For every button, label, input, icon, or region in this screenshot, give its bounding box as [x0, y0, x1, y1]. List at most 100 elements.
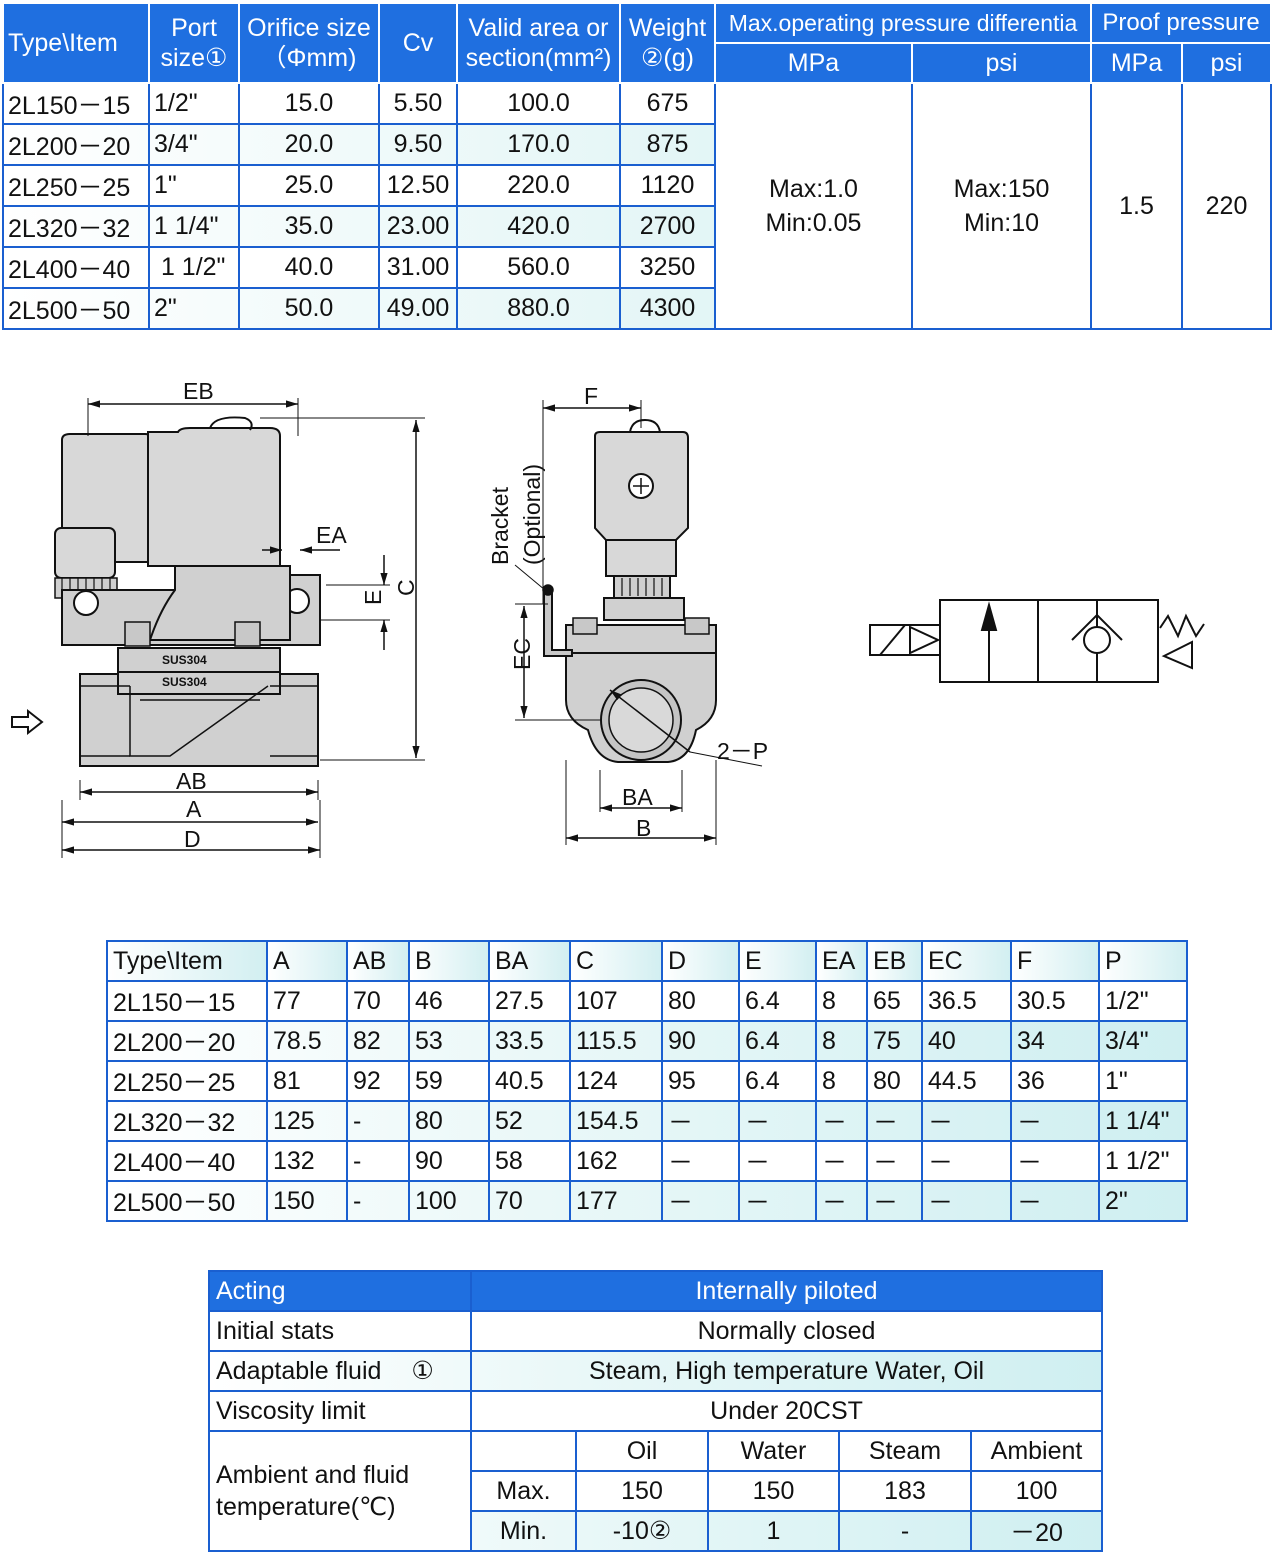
header-orifice-line1: Orifice size [247, 14, 371, 42]
spec-orifice: 25.0 [238, 164, 380, 207]
dims-cell: 1" [1098, 1060, 1188, 1102]
spec-cv: 31.00 [378, 246, 458, 289]
spec-weight: 4300 [619, 287, 716, 330]
pressure-mpa-max: Max:1.0 [769, 175, 858, 203]
dims-cell: 115.5 [569, 1020, 663, 1062]
viscosity-row: Viscosity limit Under 20CST [208, 1390, 1104, 1432]
label-bracket: Bracket [487, 486, 513, 565]
dims-cell: 34 [1010, 1020, 1100, 1062]
spec-type: 2L200－20 [2, 123, 150, 166]
label-a: A [186, 796, 202, 822]
proof-mpa-cell: 1.5 [1090, 82, 1184, 330]
label-optional: (Optional) [519, 464, 545, 565]
dims-cell: 75 [866, 1020, 923, 1062]
temp-min-steam: - [838, 1510, 972, 1552]
dims-cell: 150 [266, 1180, 348, 1222]
label-c: C [393, 579, 419, 596]
spec-orifice: 40.0 [238, 246, 380, 289]
fluid-label: Adaptable fluid [216, 1357, 382, 1385]
dims-cell: 124 [569, 1060, 663, 1102]
temp-min-label: Min. [470, 1510, 577, 1552]
dims-header-cell: A [266, 940, 348, 982]
header-weight: Weight ②(g) [619, 2, 716, 84]
spec-area: 560.0 [456, 246, 621, 289]
initial-label: Initial stats [208, 1310, 472, 1352]
header-port-size: Port size① [148, 2, 240, 84]
spec-cv: 9.50 [378, 123, 458, 166]
pressure-psi-cell: Max:150 Min:10 [910, 82, 1093, 330]
pressure-psi-min: Min:10 [963, 209, 1040, 237]
spec-type: 2L320－32 [2, 205, 150, 248]
spec-cv: 23.00 [378, 205, 458, 248]
dims-cell: 8 [815, 1020, 868, 1062]
label-f: F [584, 383, 598, 409]
header-area-line1: Valid area or [468, 14, 609, 42]
dims-cell: 6.4 [738, 1060, 817, 1102]
spec-type: 2L400－40 [2, 246, 150, 289]
dims-cell: 90 [408, 1140, 490, 1182]
dims-cell: 46 [408, 980, 490, 1022]
dims-cell: 40.5 [488, 1060, 571, 1102]
spec-table: Type\Item Port size① Orifice size （Φmm) … [2, 2, 1273, 330]
dims-cell: 70 [346, 980, 410, 1022]
spec-type: 2L500－50 [2, 287, 150, 330]
spec-weight: 3250 [619, 246, 716, 289]
dims-cell: 100 [408, 1180, 490, 1222]
dims-header-cell: Type\Item [106, 940, 268, 982]
spec-header-row: Type\Item Port size① Orifice size （Φmm) … [2, 2, 1273, 84]
label-eb: EB [183, 378, 214, 404]
header-type-item: Type\Item [2, 2, 150, 84]
header-mpa-2: MPa [1090, 42, 1184, 84]
spec-cv: 5.50 [378, 82, 458, 125]
dims-cell: 2" [1098, 1180, 1188, 1222]
header-weight-line1: Weight [628, 14, 707, 42]
spec-area: 420.0 [456, 205, 621, 248]
dims-cell: 8 [815, 980, 868, 1022]
temp-label-cell: Ambient and fluid temperature(℃) [208, 1430, 472, 1552]
dims-cell: 33.5 [488, 1020, 571, 1062]
dims-cell: 177 [569, 1180, 663, 1222]
spec-row: 2L320－32 1 1/4" 35.0 23.00 420.0 2700 [2, 205, 1272, 248]
dims-cell: － [661, 1180, 740, 1222]
dims-header-cell: EB [866, 940, 923, 982]
label-ea: EA [316, 522, 347, 548]
dims-cell: － [815, 1100, 868, 1142]
viscosity-value: Under 20CST [469, 1390, 1104, 1432]
dims-cell: 6.4 [738, 980, 817, 1022]
dims-cell: 92 [346, 1060, 410, 1102]
dims-cell: － [921, 1100, 1012, 1142]
dims-cell: － [866, 1100, 923, 1142]
spec-port: 1 1/2" [148, 246, 240, 289]
dims-cell: － [866, 1140, 923, 1182]
dims-cell: 36.5 [921, 980, 1012, 1022]
spec-port: 1 1/4" [148, 205, 240, 248]
dims-cell: － [738, 1140, 817, 1182]
dims-cell: 1 1/2" [1098, 1140, 1188, 1182]
dims-header-cell: EA [815, 940, 868, 982]
spec-orifice: 15.0 [238, 82, 380, 125]
label-sus304-top: SUS304 [162, 653, 207, 667]
dims-cell: 1/2" [1098, 980, 1188, 1022]
pressure-psi-max: Max:150 [953, 175, 1050, 203]
dims-cell: 95 [661, 1060, 740, 1102]
dims-cell: 6.4 [738, 1020, 817, 1062]
spec-row: 2L200－20 3/4" 20.0 9.50 170.0 875 [2, 123, 1272, 166]
spec-type: 2L250－25 [2, 164, 150, 207]
viscosity-label: Viscosity limit [208, 1390, 472, 1432]
dims-cell: － [1010, 1180, 1100, 1222]
dims-cell: - [346, 1140, 410, 1182]
dims-header-cell: AB [346, 940, 410, 982]
dims-cell: 59 [408, 1060, 490, 1102]
dims-cell: 58 [488, 1140, 571, 1182]
dims-cell: － [738, 1100, 817, 1142]
spec-weight: 675 [619, 82, 716, 125]
temp-header-steam: Steam [838, 1430, 972, 1472]
temp-header-row: Ambient and fluid temperature(℃) Oil Wat… [208, 1430, 1104, 1552]
spec-area: 220.0 [456, 164, 621, 207]
